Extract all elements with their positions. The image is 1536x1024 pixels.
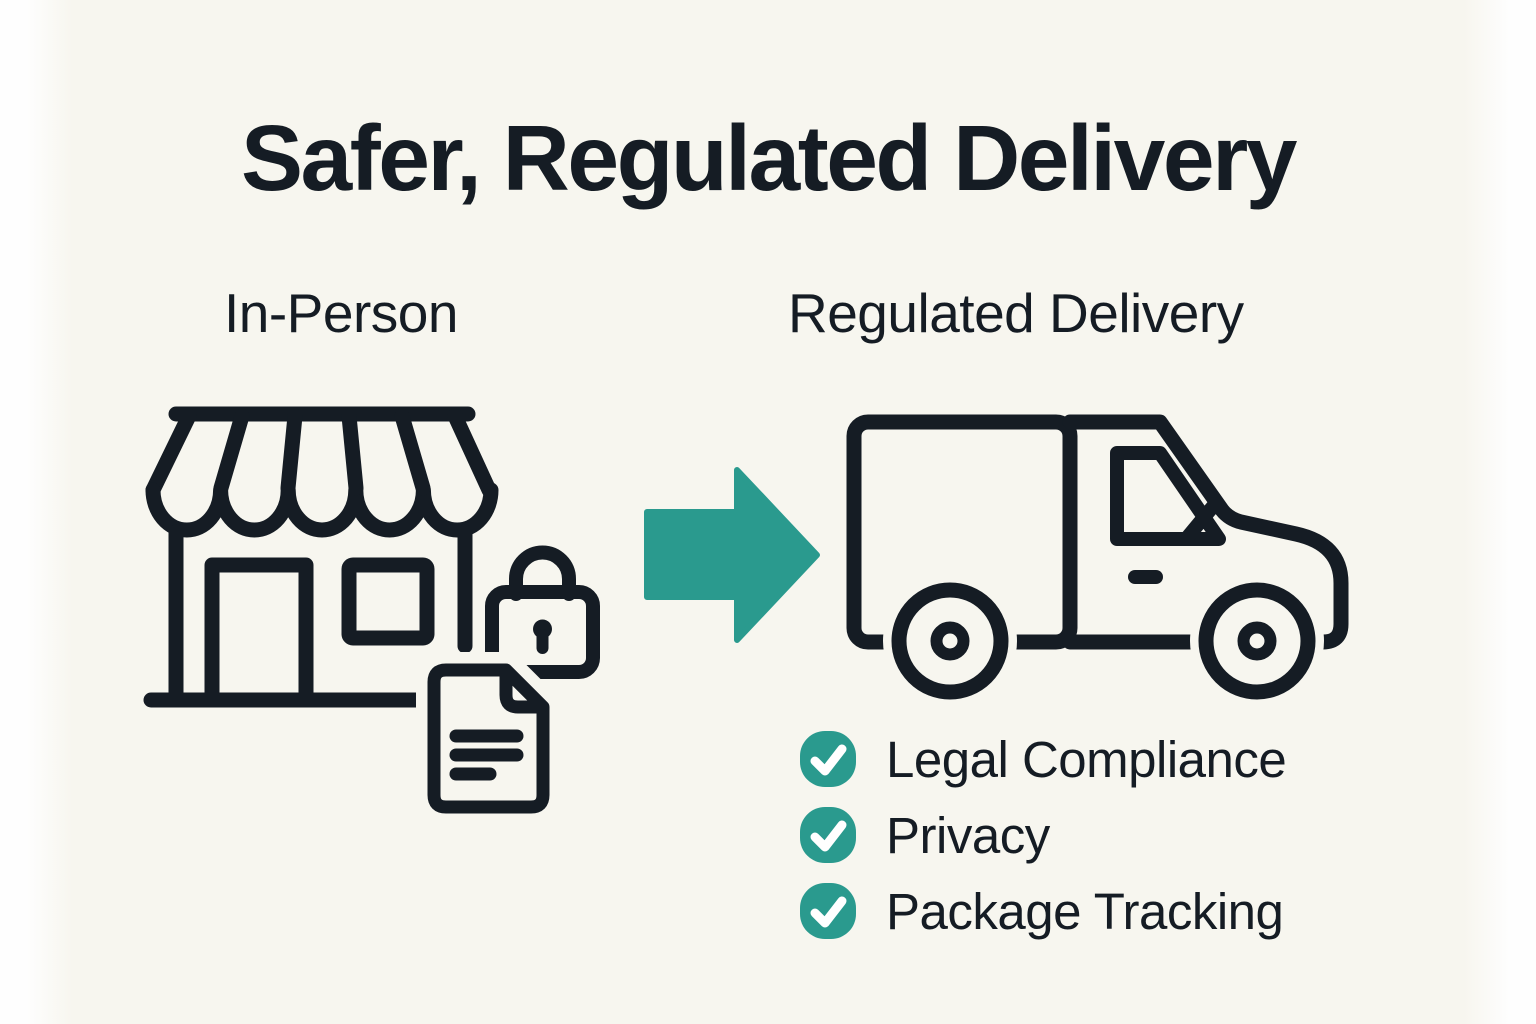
page-title: Safer, Regulated Delivery (241, 106, 1298, 210)
list-item: Package Tracking (800, 882, 1286, 940)
storefront-icon (143, 406, 499, 708)
checklist-item-label: Privacy (886, 806, 1050, 864)
regulated-delivery-label: Regulated Delivery (788, 282, 1244, 344)
check-icon (800, 807, 856, 863)
padlock-icon (485, 545, 600, 679)
in-person-label: In-Person (224, 282, 458, 344)
list-item: Legal Compliance (800, 730, 1287, 788)
document-icon (416, 652, 561, 825)
arrow-right-icon (644, 467, 820, 643)
list-item: Privacy (800, 806, 1286, 864)
check-icon (800, 883, 856, 939)
delivery-van-icon (846, 414, 1349, 708)
checklist-item-label: Package Tracking (886, 882, 1284, 940)
benefits-checklist: Legal Compliance Privacy Package Trackin… (800, 730, 1287, 940)
check-icon (800, 731, 856, 787)
checklist-item-label: Legal Compliance (886, 730, 1287, 788)
